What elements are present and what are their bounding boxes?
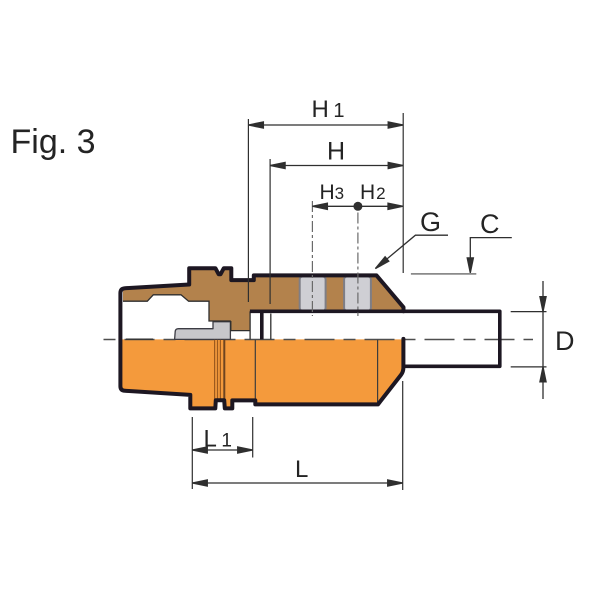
svg-text:Fig. 3: Fig. 3 xyxy=(11,123,96,161)
svg-text:D: D xyxy=(555,326,575,356)
svg-text:H2: H2 xyxy=(360,181,386,204)
svg-text:G: G xyxy=(420,207,441,237)
svg-text:L: L xyxy=(295,456,308,483)
svg-text:H1: H1 xyxy=(312,96,345,123)
svg-text:C: C xyxy=(480,209,500,239)
svg-text:H3: H3 xyxy=(320,181,345,204)
svg-text:H: H xyxy=(327,138,345,166)
